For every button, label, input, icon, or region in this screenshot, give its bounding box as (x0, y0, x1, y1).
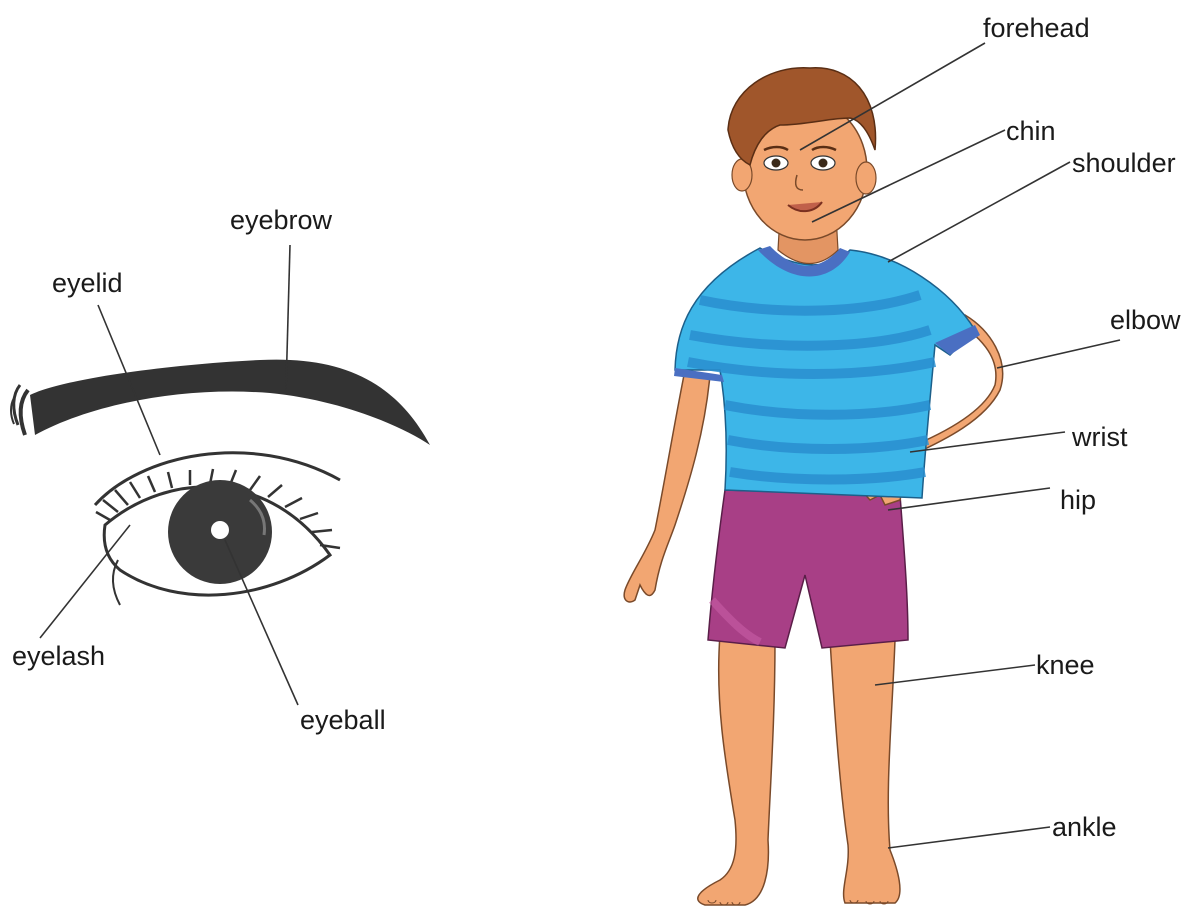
label-elbow: elbow (1110, 307, 1181, 334)
label-eyeball: eyeball (300, 707, 386, 734)
left-leg (698, 635, 775, 905)
label-knee: knee (1036, 652, 1095, 679)
label-ankle: ankle (1052, 814, 1117, 841)
label-shoulder: shoulder (1072, 150, 1176, 177)
hanging-arm (624, 370, 710, 602)
label-eyelash: eyelash (12, 643, 105, 670)
label-eyebrow: eyebrow (230, 207, 332, 234)
label-chin: chin (1006, 118, 1056, 145)
label-forehead: forehead (983, 15, 1090, 42)
right-leg (830, 640, 900, 903)
label-wrist: wrist (1072, 424, 1128, 451)
label-eyelid: eyelid (52, 270, 123, 297)
label-hip: hip (1060, 487, 1096, 514)
